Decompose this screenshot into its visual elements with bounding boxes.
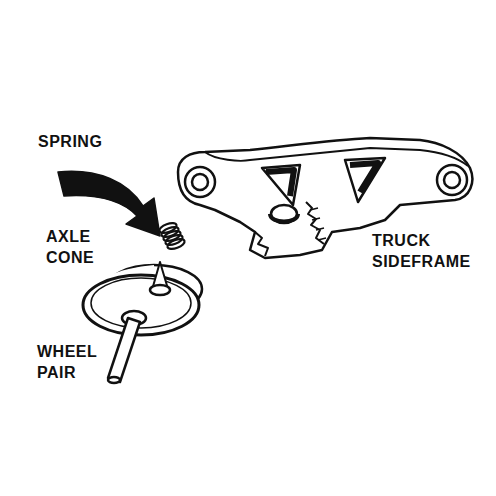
pointer-arrow [58,171,160,236]
axle-cone [150,262,170,295]
part-label: TRUCK SIDEFRAME [372,230,488,272]
wheel-pair [82,265,202,383]
part-label: AXLE CONE [46,226,110,268]
part-label: WHEEL PAIR [37,341,113,383]
part-label: SPRING [38,131,148,152]
spring [158,221,186,251]
